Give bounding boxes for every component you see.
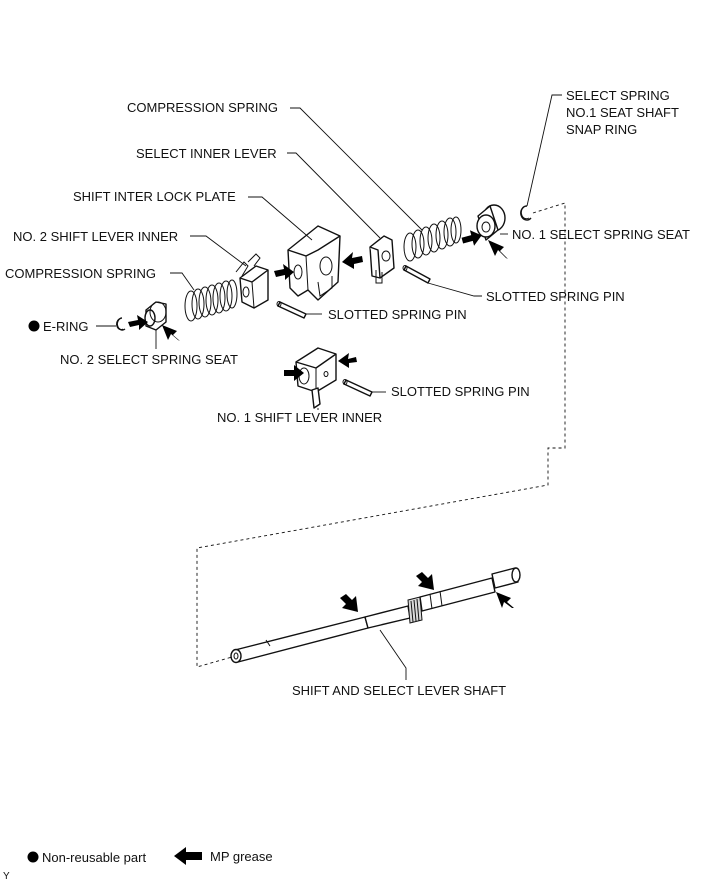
grease-arrow — [338, 353, 357, 368]
label-snap-ring-line2: NO.1 SEAT SHAFT — [566, 105, 679, 120]
grease-arrow — [274, 264, 294, 280]
slotted-spring-pin-lower-part — [342, 379, 373, 397]
callout-labels: COMPRESSION SPRING SELECT INNER LEVER SH… — [5, 88, 690, 698]
e-ring-part — [116, 317, 126, 331]
label-slotted-spring-pin-lower: SLOTTED SPRING PIN — [391, 384, 530, 399]
label-e-ring: E-RING — [43, 319, 89, 334]
grease-arrow — [162, 325, 180, 341]
label-select-inner-lever: SELECT INNER LEVER — [136, 146, 277, 161]
no2-shift-lever-inner-part — [235, 253, 269, 309]
assembly-guide-lines — [196, 202, 566, 668]
no2-select-spring-seat-part — [144, 301, 167, 331]
grease-arrow — [340, 594, 358, 612]
label-shift-select-lever-shaft: SHIFT AND SELECT LEVER SHAFT — [292, 683, 506, 698]
legend-mp-grease-label: MP grease — [210, 849, 273, 864]
label-no1-select-spring-seat: NO. 1 SELECT SPRING SEAT — [512, 227, 690, 242]
no1-select-spring-seat-part — [476, 204, 506, 241]
label-snap-ring-line1: SELECT SPRING — [566, 88, 670, 103]
snap-ring-part — [520, 205, 532, 221]
label-no2-select-spring-seat: NO. 2 SELECT SPRING SEAT — [60, 352, 238, 367]
legend-non-reusable-label: Non-reusable part — [42, 850, 146, 865]
label-compression-spring-top: COMPRESSION SPRING — [127, 100, 278, 115]
select-inner-lever-part — [369, 235, 395, 284]
label-snap-ring-line3: SNAP RING — [566, 122, 637, 137]
leader-lines — [96, 94, 562, 680]
grease-arrow — [416, 572, 434, 590]
shift-inter-lock-plate-part — [287, 225, 341, 301]
non-reusable-marker-icon — [28, 320, 40, 332]
corner-code: Y — [3, 871, 10, 882]
label-compression-spring-left: COMPRESSION SPRING — [5, 266, 156, 281]
label-no1-shift-lever-inner: NO. 1 SHIFT LEVER INNER — [217, 410, 382, 425]
slotted-spring-pin-right-part — [402, 265, 431, 284]
grease-arrow — [496, 592, 514, 608]
label-slotted-spring-pin-right: SLOTTED SPRING PIN — [486, 289, 625, 304]
legend: Non-reusable part MP grease — [27, 847, 273, 865]
grease-arrow — [461, 230, 482, 246]
compression-spring-left-part — [184, 279, 238, 322]
slotted-spring-pin-center-part — [276, 301, 307, 319]
label-shift-inter-lock-plate: SHIFT INTER LOCK PLATE — [73, 189, 236, 204]
grease-arrow — [128, 315, 148, 330]
black-arrow-icon — [174, 847, 202, 865]
grease-arrow — [284, 365, 304, 381]
label-no2-shift-lever-inner: NO. 2 SHIFT LEVER INNER — [13, 229, 178, 244]
grease-arrow — [488, 240, 508, 259]
no1-shift-lever-inner-part — [295, 347, 337, 409]
compression-spring-top-part — [403, 216, 462, 262]
shift-select-lever-shaft-part — [230, 567, 521, 664]
label-slotted-spring-pin-center: SLOTTED SPRING PIN — [328, 307, 467, 322]
grease-arrow — [342, 252, 363, 269]
filled-circle-icon — [27, 851, 39, 863]
grease-arrows — [128, 230, 514, 612]
